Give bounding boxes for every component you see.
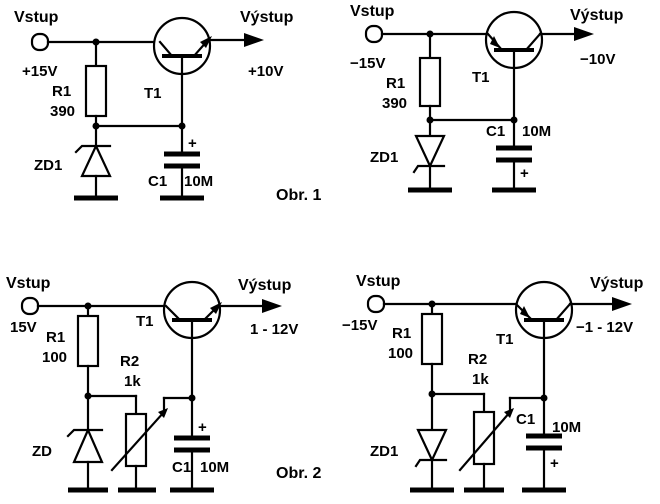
input-terminal [364,24,384,44]
output-arrow-icon [612,297,632,311]
potentiometer-r2 [124,412,148,468]
cap-polarity: + [520,165,529,182]
output-label: Výstup [570,7,624,24]
zener-label: ZD1 [34,157,62,174]
transistor-collector [158,40,174,58]
zener-bar [66,428,104,438]
pot-wiper [110,410,166,472]
r1-value: 100 [388,345,413,362]
cap-polarity: + [550,455,559,472]
output-voltage: +10V [248,63,283,80]
r2-value: 1k [124,373,141,390]
circuit-1: Vstup +15V Výstup +10V R1 390 T1 ZD1 C1 … [14,9,294,201]
zener-diode-zd [72,427,104,464]
cap-name: C1 [148,173,167,190]
output-voltage: −1 - 12V [576,319,633,336]
input-label: Vstup [6,275,51,292]
output-voltage: 1 - 12V [250,321,298,338]
input-voltage: −15V [342,317,377,334]
output-label: Výstup [238,277,292,294]
zener-diode-zd1 [414,134,446,169]
input-label: Vstup [356,273,401,290]
cap-value: 10M [184,173,213,190]
transistor-label: T1 [496,331,514,348]
output-voltage: −10V [580,51,615,68]
potentiometer-r2 [472,410,496,466]
cap-name: C1 [486,123,505,140]
input-terminal [366,294,386,314]
resistor-r1 [418,56,442,108]
resistor-r1 [84,64,108,118]
zener-label: ZD [32,443,52,460]
cap-value: 10M [200,459,229,476]
output-label: Výstup [240,9,294,26]
cap-value: 10M [522,123,551,140]
input-voltage: 15V [10,319,37,336]
r1-name: R1 [52,83,71,100]
circuit-3: Vstup 15V Výstup 1 - 12V R1 100 R2 1k T1… [6,275,298,493]
zener-diode-zd1 [80,143,112,178]
cap-polarity: + [198,419,207,436]
r2-name: R2 [120,353,139,370]
emitter-arrow [520,306,530,318]
pot-wiper [458,410,512,472]
input-terminal [30,32,50,52]
input-label: Vstup [14,9,59,26]
transistor-collector [164,304,182,322]
zener-bar [412,164,446,174]
transistor-label: T1 [136,313,154,330]
output-arrow-icon [574,27,594,41]
cap-name: C1 [172,459,191,476]
output-arrow-icon [262,299,282,313]
r1-name: R1 [392,325,411,342]
circuit-2: Vstup −15V Výstup −10V R1 390 T1 ZD1 C1 … [350,3,624,193]
transistor-label: T1 [144,85,162,102]
resistor-r1 [76,314,100,368]
r1-value: 390 [50,103,75,120]
cap-value: 10M [552,419,581,436]
cap-polarity: + [188,135,197,152]
input-terminal [20,296,40,316]
emitter-arrow [490,36,500,48]
zener-label: ZD1 [370,149,398,166]
r2-name: R2 [468,351,487,368]
zener-label: ZD1 [370,443,398,460]
resistor-r1 [420,312,444,366]
r1-name: R1 [386,75,405,92]
input-label: Vstup [350,3,395,20]
output-label: Výstup [590,275,644,292]
transistor-label: T1 [472,69,490,86]
r1-name: R1 [46,329,65,346]
r2-value: 1k [472,371,489,388]
zener-bar [414,458,448,468]
output-arrow-icon [244,33,264,47]
zener-diode-zd1 [416,428,448,463]
input-voltage: +15V [22,63,57,80]
r1-value: 390 [382,95,407,112]
transistor-collector [554,302,572,322]
r1-value: 100 [42,349,67,366]
figure-1-caption: Obr. 1 [276,187,321,204]
transistor-collector [524,32,542,52]
figure-2-caption: Obr. 2 [276,465,321,482]
input-voltage: −15V [350,55,385,72]
zener-bar [74,144,112,154]
circuit-4: Vstup −15V Výstup −1 - 12V R1 100 R2 1k … [342,273,644,493]
cap-name: C1 [516,411,535,428]
